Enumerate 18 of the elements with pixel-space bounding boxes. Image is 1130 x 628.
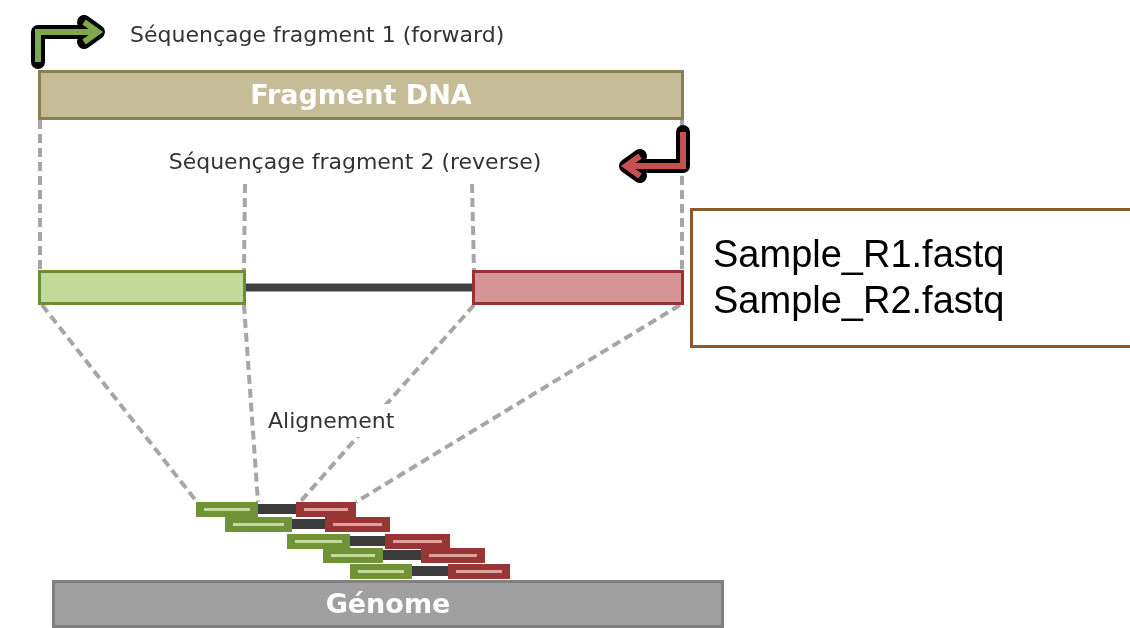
fragment-bar [38, 70, 684, 120]
genome-label: Génome [325, 587, 451, 621]
reverse-read-bar [472, 270, 684, 305]
dashed-line [242, 183, 247, 271]
file-name: Sample_R1.fastq [713, 232, 1005, 278]
dashed-line [38, 120, 42, 270]
sequencing-label: Séquençage fragment 1 (forward) [130, 22, 505, 47]
dashed-line [470, 183, 476, 271]
file-names-box [690, 208, 1130, 348]
linker-line [246, 283, 472, 292]
dashed-line [298, 303, 476, 504]
fragment-label: Fragment DNA [250, 78, 472, 112]
file-name: Sample_R2.fastq [713, 278, 1005, 323]
sequencing-label: Séquençage fragment 2 (reverse) [168, 148, 542, 176]
dashed-line [242, 304, 260, 503]
forward-read-bar [38, 270, 246, 305]
dashed-line [354, 303, 682, 504]
genome-bar [52, 580, 724, 628]
